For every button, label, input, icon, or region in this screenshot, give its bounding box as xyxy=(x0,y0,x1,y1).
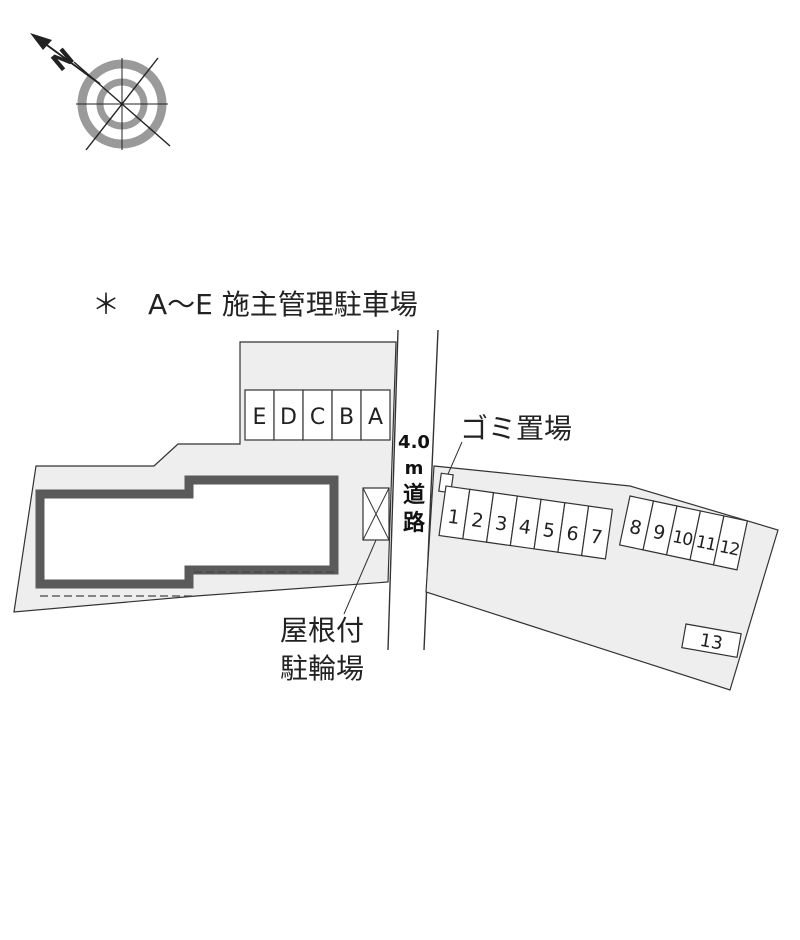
parking-row-1: 1 2 3 4 5 6 7 xyxy=(438,485,614,560)
compass: N xyxy=(30,33,171,151)
owner-space-B xyxy=(331,389,362,441)
parking-row-2: 8 9 10 11 12 xyxy=(618,495,749,571)
parking-space-number: 3 xyxy=(494,512,509,535)
owner-space-label: D xyxy=(280,405,297,430)
owner-space-D xyxy=(273,389,304,441)
garbage-leader-line xyxy=(447,441,463,475)
parking-space-number: 7 xyxy=(589,526,604,549)
compass-north-arrow-icon xyxy=(30,33,52,50)
parking-space-number: 11 xyxy=(694,532,718,556)
owner-space-C xyxy=(302,389,333,441)
bicycle-parking-area xyxy=(362,487,390,541)
road-name-char-1: 道 xyxy=(403,482,425,508)
parking-space-13: 13 xyxy=(681,623,742,659)
parking-space xyxy=(580,505,614,560)
parking-space-number: 8 xyxy=(627,516,643,540)
parking-space xyxy=(681,623,742,659)
owner-space-label: A xyxy=(368,405,383,430)
compass-north-shaft xyxy=(39,39,101,85)
road-width-value: 4.0 xyxy=(398,432,430,453)
bicycle-leader-line xyxy=(343,539,377,615)
parking-space-number: 13 xyxy=(698,630,724,655)
bicycle-parking-cross xyxy=(362,487,390,541)
parking-space-number: 4 xyxy=(517,516,532,539)
parking-space-number: 9 xyxy=(651,521,667,545)
parking-space-number: 10 xyxy=(671,527,695,551)
owner-space-label: E xyxy=(253,405,267,430)
bicycle-parking-label-2: 駐輪場 xyxy=(280,652,364,685)
parking-space-number: 12 xyxy=(718,537,742,561)
owner-space-A xyxy=(360,389,391,441)
owner-space-label: B xyxy=(339,405,354,430)
road-width-unit: m xyxy=(405,458,424,479)
road-name-char-2: 路 xyxy=(403,510,426,536)
parking-space xyxy=(712,515,749,571)
parking-space-number: 1 xyxy=(446,506,461,529)
parking-space-number: 5 xyxy=(541,519,556,542)
road-edge-left xyxy=(387,329,399,651)
garbage-area-label: ゴミ置場 xyxy=(460,412,572,445)
owner-parking-note: ＊ A〜E 施主管理駐車場 xyxy=(92,288,418,321)
bicycle-parking-label-1: 屋根付 xyxy=(280,614,364,647)
parking-space-number: 2 xyxy=(470,509,485,532)
road-edge-right xyxy=(423,329,439,651)
apartment-building xyxy=(35,475,339,589)
owner-space-label: C xyxy=(310,405,325,430)
parking-space-number: 6 xyxy=(565,522,580,545)
owner-parking-spaces: E D C B A xyxy=(244,389,391,441)
